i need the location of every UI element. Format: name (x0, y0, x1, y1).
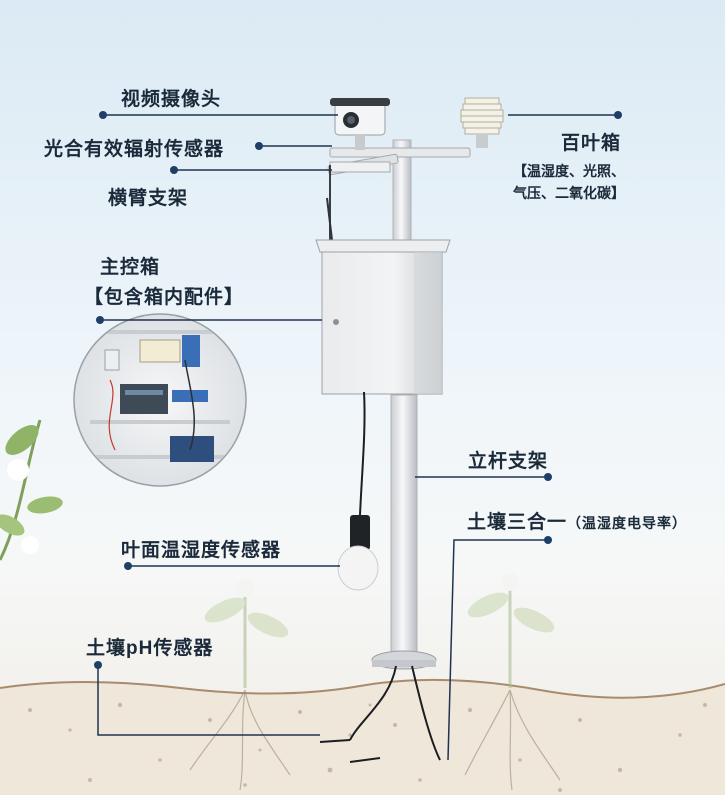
antenna (326, 197, 333, 241)
control-box-label: 主控箱 (100, 257, 161, 278)
soil-ground (0, 678, 725, 795)
crossarm-label: 横臂支架 (108, 188, 189, 209)
soil-3in1-title: 土壤三合一 (467, 512, 568, 533)
pole (371, 139, 437, 670)
control-box (315, 239, 451, 395)
leaf-sensor (337, 515, 379, 591)
louver-box-detail-line1: 【温湿度、光照、 (513, 163, 625, 179)
camera-label: 视频摄像头 (121, 89, 222, 110)
control-box-inset (73, 313, 247, 487)
leader-dots (94, 111, 622, 669)
soil-3in1-label: 土壤三合一（温湿度电导率） (467, 507, 687, 534)
sensor-cable (359, 391, 366, 516)
pole-label: 立杆支架 (468, 451, 549, 472)
background-plants (203, 573, 555, 688)
louver-box-detail-line2: 气压、二氧化碳】 (513, 185, 625, 201)
soil-ph-label: 土壤pH传感器 (86, 638, 214, 659)
leaf-sensor-label: 叶面温湿度传感器 (121, 540, 282, 561)
soil-3in1-detail: （温湿度电导率） (567, 515, 688, 531)
camera (330, 98, 390, 150)
louver-box-label: 百叶箱 (561, 133, 622, 154)
control-box-detail: 【包含箱内配件】 (84, 287, 245, 308)
leader-lines (97, 114, 618, 761)
par-sensor-label: 光合有效辐射传感器 (44, 139, 225, 160)
louver-box (460, 97, 504, 148)
soil-probes (319, 665, 441, 763)
foreground-plant (0, 419, 63, 561)
